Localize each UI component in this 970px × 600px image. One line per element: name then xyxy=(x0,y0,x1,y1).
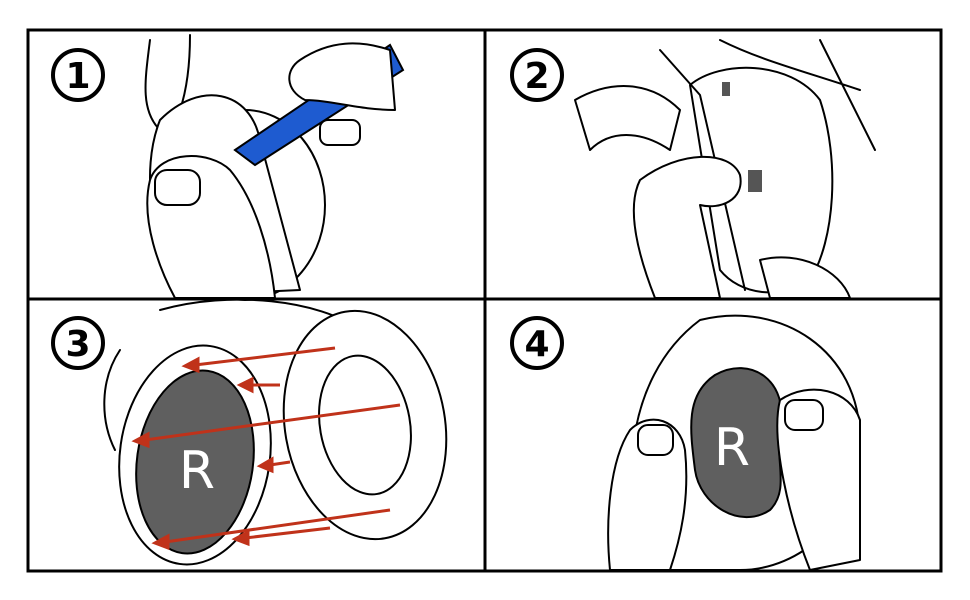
svg-text:1: 1 xyxy=(65,56,90,97)
pad-plate xyxy=(690,367,783,519)
step-badge-1: 1 xyxy=(51,48,105,102)
svg-text:4: 4 xyxy=(524,324,549,365)
alignment-arrows xyxy=(131,346,401,551)
svg-text:2: 2 xyxy=(524,56,549,97)
panel-frame xyxy=(26,28,943,573)
svg-text:R: R xyxy=(714,418,750,478)
step-badge-2: 2 xyxy=(510,48,564,102)
panel-step-2 xyxy=(574,39,876,299)
svg-text:3: 3 xyxy=(65,324,90,365)
svg-text:R: R xyxy=(179,441,215,501)
thumb-left xyxy=(607,418,688,571)
hand xyxy=(288,42,396,111)
hand-left xyxy=(574,85,681,151)
panel-step-1 xyxy=(144,34,405,301)
pad-plate xyxy=(135,369,255,555)
step-badge-3: 3 xyxy=(51,316,105,370)
step-badge-4: 4 xyxy=(510,316,564,370)
thumb xyxy=(632,155,742,299)
panel-step-4: R xyxy=(607,314,861,571)
panel-step-3: R xyxy=(103,298,448,566)
